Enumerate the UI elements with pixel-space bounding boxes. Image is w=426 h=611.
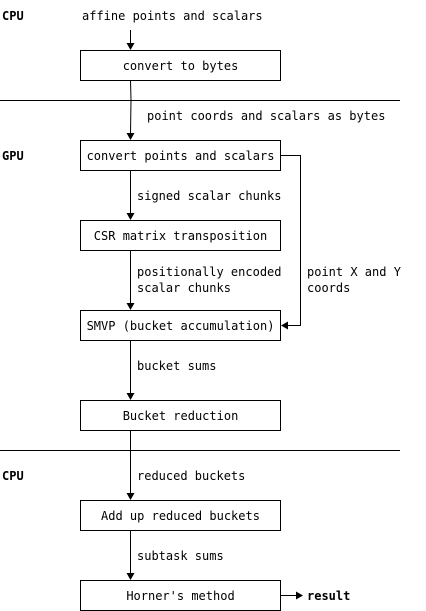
arrowhead-add xyxy=(126,493,135,500)
arrowhead-gpu-convert xyxy=(126,133,135,140)
arrowhead-coords-smvp xyxy=(281,321,288,330)
result-label: result xyxy=(307,589,350,603)
horners-method-label: Horner's method xyxy=(126,589,234,603)
add-up-buckets-box: Add up reduced buckets xyxy=(80,500,281,531)
convert-points-scalars-box: convert points and scalars xyxy=(80,140,281,171)
arrowhead-convert-bytes xyxy=(126,43,135,50)
arrowhead-reduction xyxy=(126,393,135,400)
bucket-reduction-label: Bucket reduction xyxy=(123,409,239,423)
edge-label-scalar-chunks: scalar chunks xyxy=(137,281,231,295)
convert-to-bytes-box: convert to bytes xyxy=(80,50,281,81)
edge-label-coords: coords xyxy=(307,281,350,295)
horners-method-box: Horner's method xyxy=(80,580,281,611)
smvp-box: SMVP (bucket accumulation) xyxy=(80,310,281,341)
edge-label-signed-chunks: signed scalar chunks xyxy=(137,189,282,203)
arrowhead-horner xyxy=(126,573,135,580)
edge-label-positionally-encoded: positionally encoded xyxy=(137,265,282,279)
smvp-label: SMVP (bucket accumulation) xyxy=(87,319,275,333)
arrowhead-csr xyxy=(126,213,135,220)
bucket-reduction-box: Bucket reduction xyxy=(80,400,281,431)
section-label-gpu: GPU xyxy=(2,149,24,163)
edge-label-bytes: point coords and scalars as bytes xyxy=(147,109,385,123)
edge-label-point-xy: point X and Y xyxy=(307,265,402,279)
add-up-buckets-label: Add up reduced buckets xyxy=(101,509,260,523)
edge-label-bucket-sums: bucket sums xyxy=(137,359,216,373)
arrowhead-smvp xyxy=(126,303,135,310)
convert-points-scalars-label: convert points and scalars xyxy=(87,149,275,163)
edge-label-reduced-buckets: reduced buckets xyxy=(137,469,245,483)
arrow-bytes-to-gpu-convert xyxy=(130,79,132,135)
arrow-coords-to-smvp xyxy=(280,155,301,326)
section-label-cpu-top: CPU xyxy=(2,9,24,23)
convert-to-bytes-label: convert to bytes xyxy=(123,59,239,73)
edge-label-subtask-sums: subtask sums xyxy=(137,549,224,563)
arrowhead-result xyxy=(296,591,303,600)
input-label: affine points and scalars xyxy=(82,9,263,23)
csr-transposition-label: CSR matrix transposition xyxy=(94,229,267,243)
section-label-cpu-bottom: CPU xyxy=(2,469,24,483)
csr-transposition-box: CSR matrix transposition xyxy=(80,220,281,251)
